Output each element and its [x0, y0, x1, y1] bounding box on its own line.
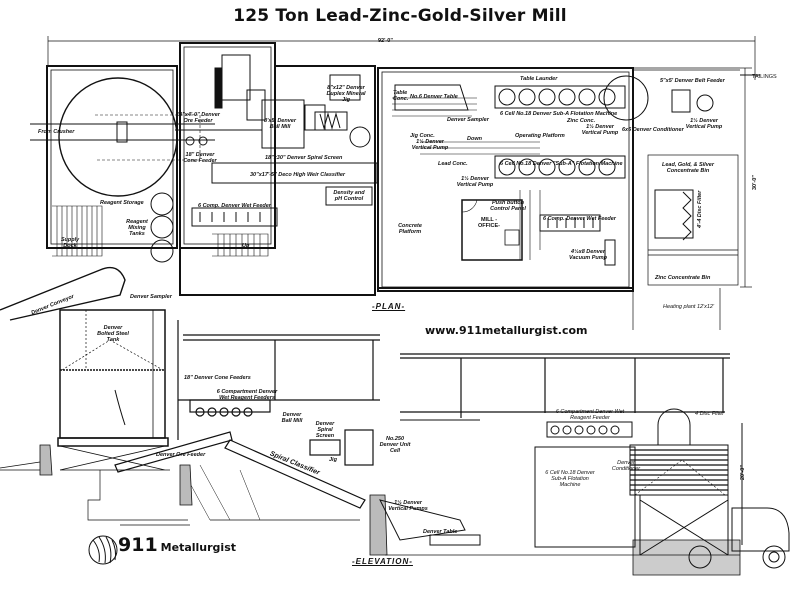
- ore-bin-plan: [30, 77, 215, 197]
- label-elev-spiral-screen: Denver Spiral Screen: [315, 421, 335, 439]
- label-cone-feeder: 18" Denver Cone Feeder: [183, 152, 217, 164]
- label-flotation-lead: 6 Cell No.18 Denver "Sub-A" Flotation Ma…: [500, 161, 623, 167]
- elevation-height-dimension: 20'-0": [740, 465, 746, 480]
- plan-section-label: -PLAN-: [372, 302, 406, 311]
- label-conditioner: 6x6 Denver Conditioner: [622, 127, 684, 133]
- label-heating-plant: Heating plant 12'x12': [663, 304, 715, 310]
- elevation-tank: [57, 309, 170, 471]
- label-vertical-pump-1: 1½ Denver Vertical Pump: [411, 139, 449, 151]
- label-mill-office: MILL -OFFICE-: [478, 217, 500, 229]
- mill-office-plan: [461, 199, 523, 261]
- label-denver-sampler-right: Denver Sampler: [447, 117, 489, 123]
- website-url[interactable]: www.911metallurgist.com: [425, 324, 588, 337]
- label-unit-cell: No.250 Denver Unit Cell: [379, 436, 411, 454]
- label-ball-mill: 8'x5' Denver Ball Mill: [264, 118, 296, 130]
- label-zinc-bin: Zinc Concentrate Bin: [655, 275, 711, 281]
- label-spiral-screen: 18"x30" Denver Spiral Screen: [265, 155, 343, 161]
- label-elev-ore-feeder: Denver Ore Feeder: [156, 452, 206, 458]
- label-jig-conc: Jig Conc.: [410, 133, 435, 139]
- logo: 911 Metallurgist: [88, 534, 236, 556]
- flotation-plan: [394, 74, 760, 266]
- plan-walls: [46, 42, 634, 296]
- label-lead-conc: Lead Conc.: [438, 161, 468, 167]
- label-up: Up: [242, 243, 250, 249]
- logo-number: 911: [118, 534, 158, 556]
- label-duplex-jig: 8"x12" Denver Duplex Mineral Jig: [326, 85, 366, 103]
- label-vertical-pump-2: 1½ Denver Vertical Pump: [581, 124, 619, 136]
- label-vertical-pumps: 1½ Denver Vertical Pumps: [388, 500, 428, 512]
- logo-globe: [88, 535, 118, 565]
- label-belt-feeder: 5"x5' Denver Belt Feeder: [660, 78, 725, 84]
- plan-depth-dimension: 30'-0": [752, 175, 758, 190]
- elevation-roof-structure: [177, 320, 730, 440]
- label-vacuum-pump: 4½x8 Denver Vacuum Pump: [569, 249, 607, 261]
- label-flotation-zinc: 6 Cell No.18 Denver Sub-A Flotation Mach…: [500, 111, 618, 117]
- elevation-right-plant: [379, 408, 790, 569]
- label-elev-disc-filter: 4 Disc Filter: [695, 411, 725, 417]
- label-wet-feeder-left: 6 Comp. Denver Wet Feeder: [198, 203, 271, 209]
- elevation-foundations: [0, 444, 741, 576]
- label-density-control: Density and pH Control: [333, 190, 365, 202]
- diagram-title: 125 Ton Lead-Zinc-Gold-Silver Mill: [233, 6, 567, 26]
- label-reagent-feeders: 6 Compartment Denver Wet Reagent Feeders: [216, 389, 278, 401]
- label-table-launder: Table Launder: [520, 76, 558, 82]
- plan-dimension-lines: [47, 36, 756, 288]
- label-elev-conditioner: Denver Conditioner: [611, 460, 641, 472]
- label-reagent-storage: Reagent Storage: [100, 200, 144, 206]
- label-lead-bin: Lead, Gold, & Silver Concentrate Bin: [662, 162, 714, 174]
- label-from-crusher: From Crusher: [38, 129, 75, 135]
- label-reagent-feeder-right: 6 Compartment Denver Wet Reagent Feeder: [555, 409, 625, 421]
- label-zinc-conc: Zinc Conc.: [567, 118, 596, 124]
- label-elev-flotation: 6 Cell No.18 Denver Sub-A Flotation Mach…: [545, 470, 595, 488]
- label-elev-denver-table: Denver Table: [423, 529, 458, 535]
- label-tailings: TAILINGS: [752, 74, 777, 80]
- label-reagent-mixing-tanks: Reagent Mixing Tanks: [126, 219, 148, 237]
- label-classifier: 30"x17'-5" Deco High Weir Classifier: [250, 172, 346, 178]
- grinding-section-plan: [175, 54, 378, 206]
- conveyor-plan: [0, 266, 126, 321]
- label-supply-dock: Supply Dock: [60, 237, 80, 249]
- label-wet-feeder-right: 6 Comp. Denver Wet Feeder: [543, 216, 616, 222]
- label-elev-ball-mill: Denver Ball Mill: [281, 412, 303, 424]
- label-concrete-platform: Concrete Platform: [398, 223, 422, 235]
- elevation-section-label: -ELEVATION-: [352, 557, 413, 566]
- plan-walls-thin: [50, 46, 740, 288]
- label-operating-platform: Operating Platform: [515, 133, 565, 139]
- label-cone-feeders: 18" Denver Cone Feeders: [184, 375, 251, 381]
- label-jig: Jig: [329, 457, 337, 463]
- label-vertical-pump-3: 1½ Denver Vertical Pump: [456, 176, 494, 188]
- label-disc-filter: 4'-4 Disc Filter: [697, 190, 703, 228]
- label-table-conc: Table Conc.: [393, 90, 409, 102]
- label-denver-table: No.6 Denver Table: [410, 94, 458, 100]
- label-denver-sampler: Denver Sampler: [130, 294, 172, 300]
- bins-plan: [632, 154, 739, 330]
- label-steel-tank: Denver Bolted Steel Tank: [97, 325, 129, 343]
- plan-width-dimension: 92'-0": [378, 38, 393, 44]
- logo-name: Metallurgist: [160, 541, 237, 554]
- label-ore-feeder: 18"x4'-0" Denver Ore Feeder: [176, 112, 220, 124]
- elevation-equipment: [87, 399, 374, 526]
- reagent-tanks: [150, 192, 278, 263]
- label-vertical-pump-4: 1½ Denver Vertical Pump: [685, 118, 723, 130]
- label-push-button-panel: Push button Control Panel: [490, 200, 526, 212]
- label-down: Down: [467, 136, 482, 142]
